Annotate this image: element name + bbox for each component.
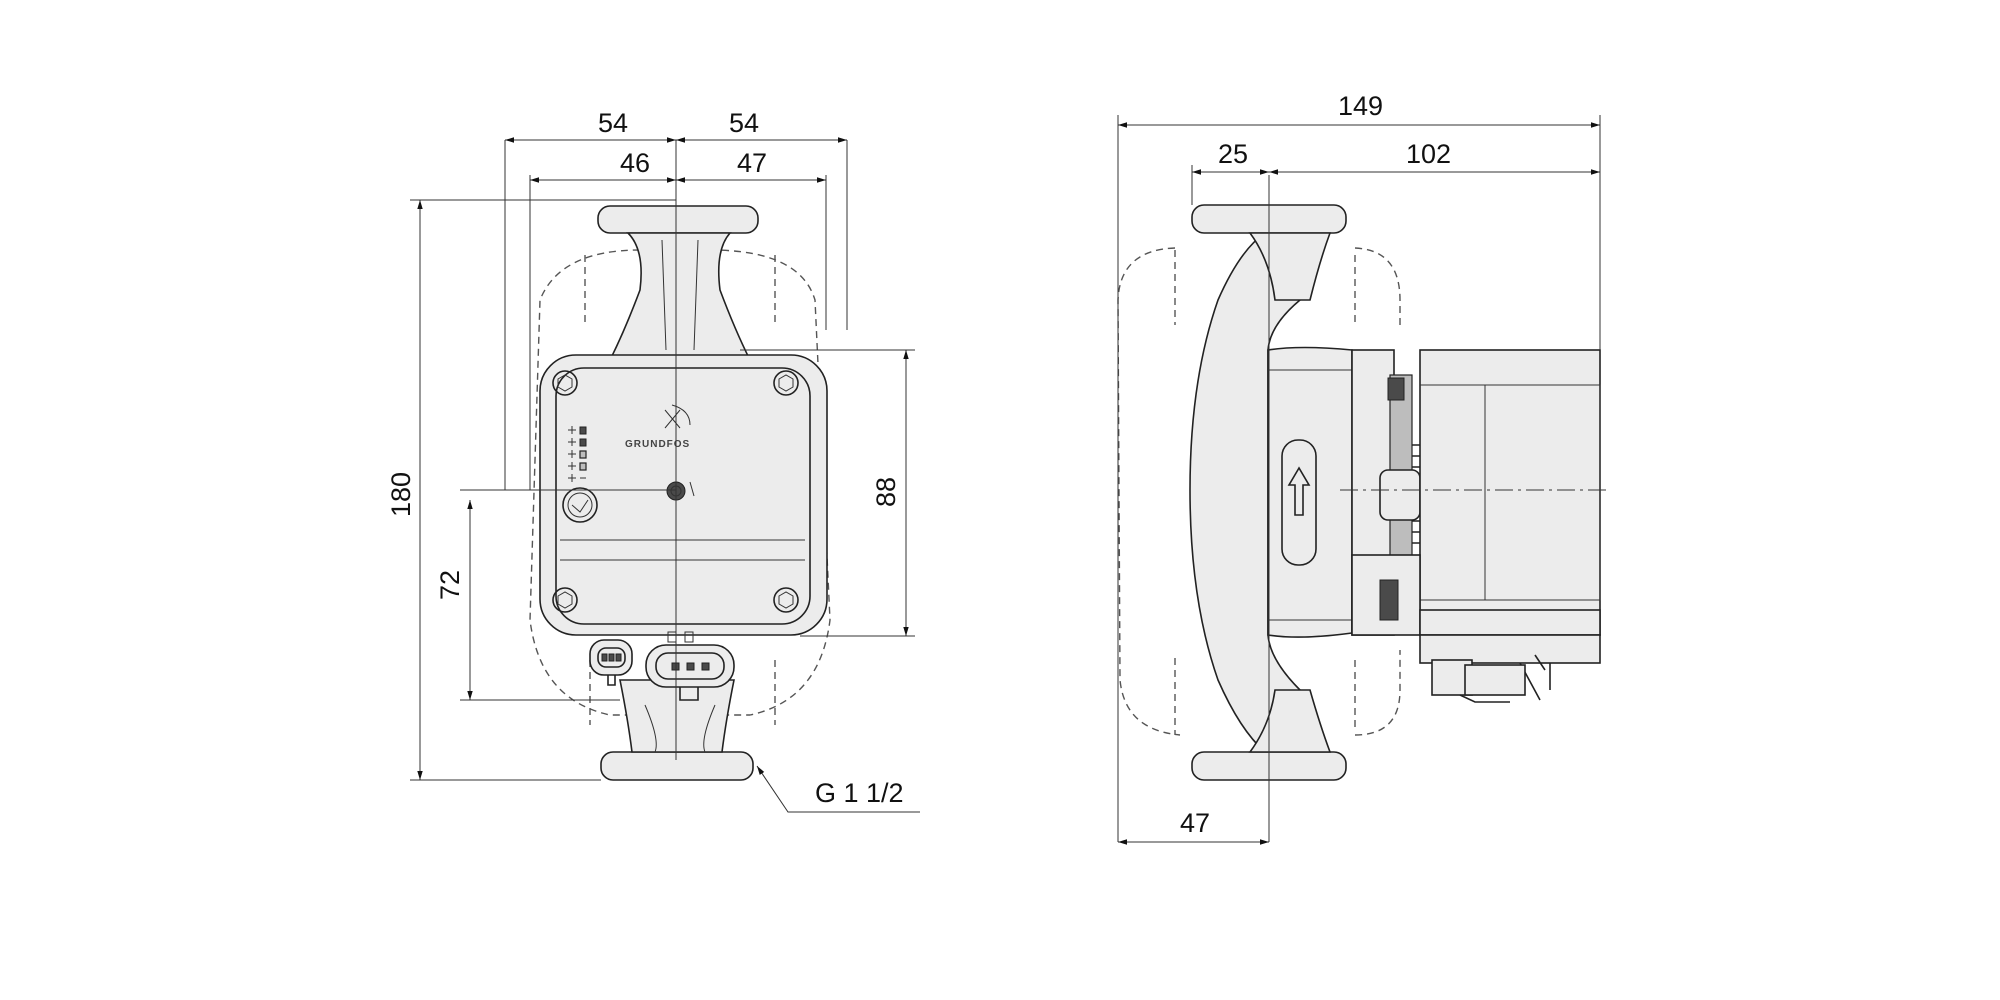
front-top-neck <box>608 232 752 361</box>
flow-direction-arrow-icon <box>1287 466 1311 516</box>
mode-button[interactable] <box>562 487 598 523</box>
side-control-box <box>1419 349 1601 636</box>
dim-front-inner-right: 47 <box>737 148 767 178</box>
dim-side-overall-length: 149 <box>1338 91 1383 121</box>
front-bottom-flange <box>600 751 754 781</box>
dim-side-motor-length: 102 <box>1406 139 1451 169</box>
connection-thread-label: G 1 1/2 <box>815 778 904 808</box>
logo-text: GRUNDFOS <box>625 439 690 450</box>
front-view: GRUNDFOS <box>386 108 920 813</box>
side-dimensions <box>1118 122 1600 845</box>
side-hidden-envelope <box>1117 247 1401 736</box>
front-top-flange <box>597 205 759 234</box>
front-dimensions <box>417 137 909 780</box>
dim-side-flange-offset: 25 <box>1218 139 1248 169</box>
side-view: 149 25 102 47 <box>1117 91 1610 845</box>
dim-front-top-right: 54 <box>729 108 759 138</box>
side-flow-window <box>1281 439 1317 566</box>
front-screws <box>552 370 799 613</box>
front-bottom-neck <box>619 679 735 753</box>
dim-front-total-height: 180 <box>386 472 416 517</box>
dim-front-top-left: 54 <box>598 108 628 138</box>
grundfos-logo: GRUNDFOS <box>625 404 691 450</box>
dim-front-lower-height: 72 <box>435 570 465 600</box>
side-connector-housing <box>1351 554 1601 703</box>
connection-leader-line <box>756 765 920 813</box>
dim-front-control-box-height: 88 <box>871 477 901 507</box>
front-hidden-envelope <box>529 249 831 725</box>
front-signal-connector <box>589 639 633 686</box>
dim-front-inner-left: 46 <box>620 148 650 178</box>
mode-indicator-icons <box>568 426 587 482</box>
side-pump-housing <box>1189 232 1319 753</box>
dim-side-bottom-offset: 47 <box>1180 808 1210 838</box>
